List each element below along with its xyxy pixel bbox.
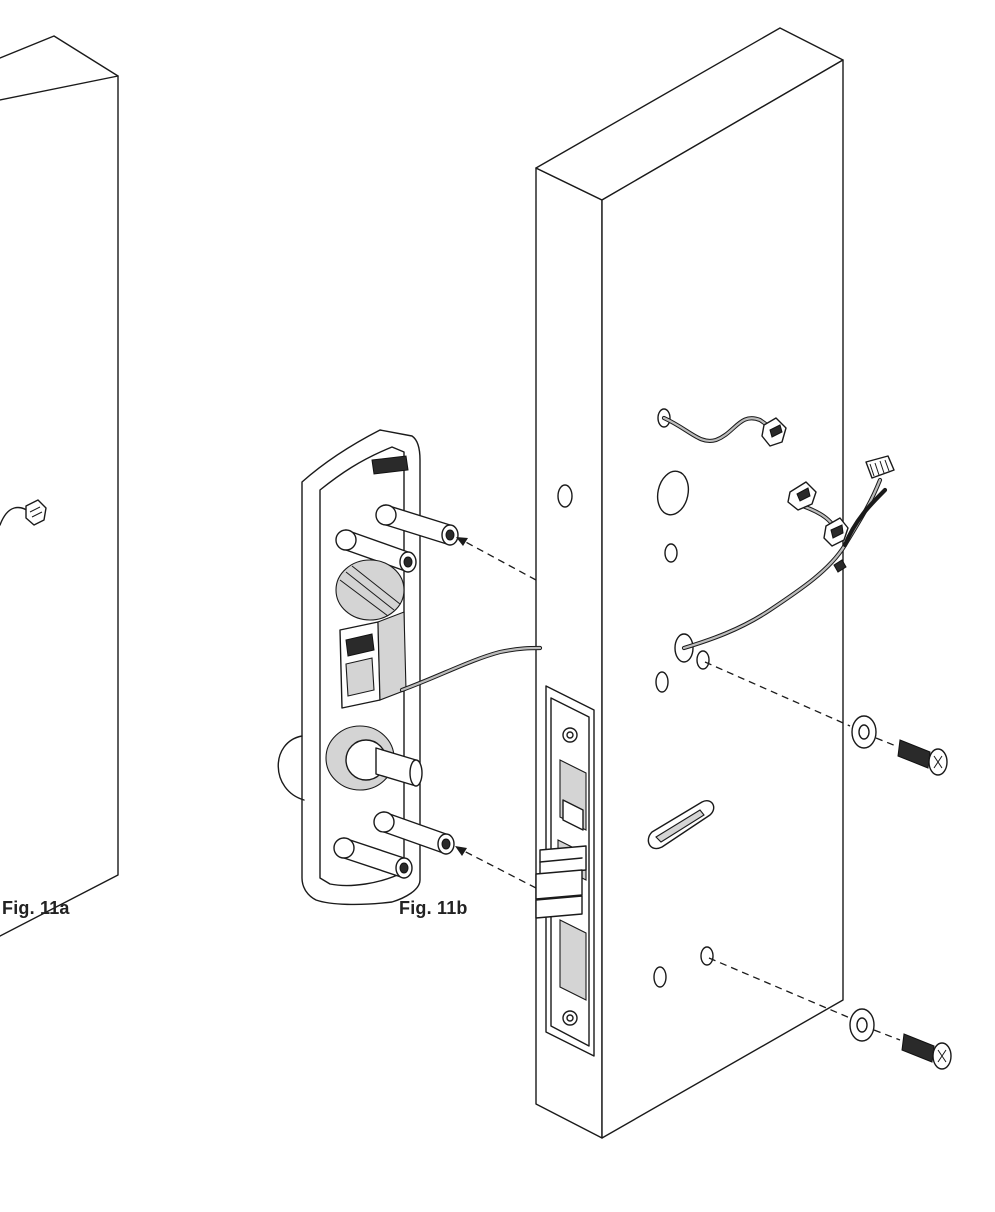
- figure-caption-11a: Fig. 11a: [2, 898, 70, 918]
- mounting-posts: [333, 504, 459, 879]
- figure-caption-11b: Fig. 11b: [399, 898, 468, 918]
- connector-plug-a: [787, 481, 817, 511]
- connector-multi: [865, 455, 895, 479]
- screw-assembly-upper: [704, 661, 948, 776]
- latch-bolt: [535, 845, 587, 919]
- upper-cable: [661, 415, 787, 447]
- alignment-arrows-posts: [455, 537, 537, 889]
- lock-mechanism: [325, 559, 423, 791]
- screw-assembly-lower: [708, 957, 952, 1070]
- connector-upper: [761, 417, 787, 447]
- connector-plug-b: [823, 517, 849, 547]
- door-panel-left: [0, 35, 119, 937]
- spindle-slot: [647, 800, 715, 850]
- connector-left: [25, 499, 47, 526]
- escutcheon-cable: [399, 645, 543, 693]
- door-holes: [557, 408, 714, 988]
- wire-harness: [681, 455, 895, 651]
